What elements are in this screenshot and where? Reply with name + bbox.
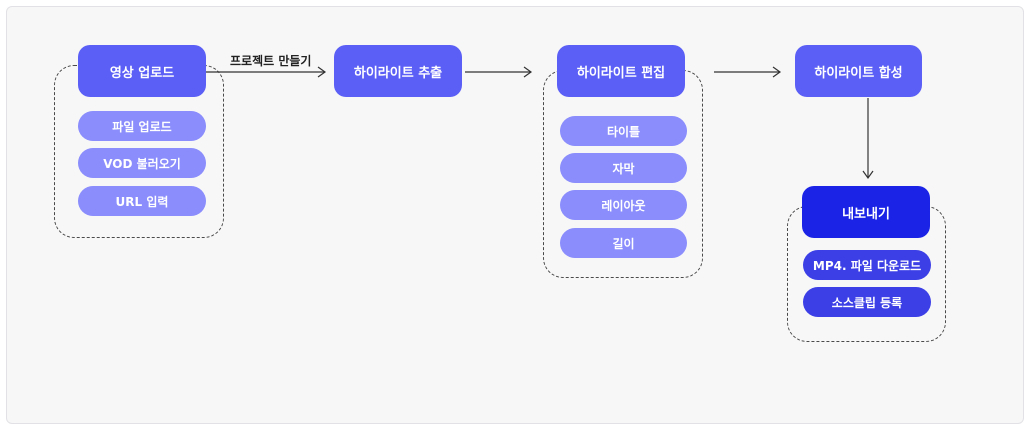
title-item: 타이틀 bbox=[560, 116, 687, 146]
source-clip-register-item: 소스클립 등록 bbox=[803, 287, 931, 317]
file-upload-label: 파일 업로드 bbox=[112, 119, 172, 134]
highlight-compose-node: 하이라이트 합성 bbox=[795, 45, 922, 97]
export-node: 내보내기 bbox=[802, 186, 930, 238]
highlight-extract-node: 하이라이트 추출 bbox=[334, 45, 462, 97]
length-item-label: 길이 bbox=[612, 236, 635, 251]
layout-item: 레이아웃 bbox=[560, 190, 687, 220]
highlight-compose-label: 하이라이트 합성 bbox=[814, 65, 903, 81]
subtitle-item: 자막 bbox=[560, 153, 687, 183]
upload-video-label: 영상 업로드 bbox=[109, 65, 175, 81]
mp4-download-label: MP4. 파일 다운로드 bbox=[812, 258, 922, 273]
file-upload-item: 파일 업로드 bbox=[78, 111, 206, 141]
url-input-label: URL 입력 bbox=[115, 194, 169, 209]
vod-load-item: VOD 불러오기 bbox=[78, 148, 206, 178]
url-input-item: URL 입력 bbox=[78, 186, 206, 216]
mp4-download-item: MP4. 파일 다운로드 bbox=[803, 250, 931, 280]
subtitle-item-label: 자막 bbox=[612, 161, 635, 176]
layout-item-label: 레이아웃 bbox=[601, 198, 646, 213]
create-project-label: 프로젝트 만들기 bbox=[230, 54, 312, 68]
upload-video-node: 영상 업로드 bbox=[78, 45, 206, 97]
highlight-extract-label: 하이라이트 추출 bbox=[353, 65, 443, 81]
highlight-edit-label: 하이라이트 편집 bbox=[576, 65, 666, 81]
title-item-label: 타이틀 bbox=[606, 124, 641, 139]
length-item: 길이 bbox=[560, 228, 687, 258]
highlight-edit-node: 하이라이트 편집 bbox=[557, 45, 685, 97]
source-clip-register-label: 소스클립 등록 bbox=[831, 295, 903, 310]
vod-load-label: VOD 불러오기 bbox=[103, 156, 181, 171]
export-label: 내보내기 bbox=[842, 206, 890, 222]
